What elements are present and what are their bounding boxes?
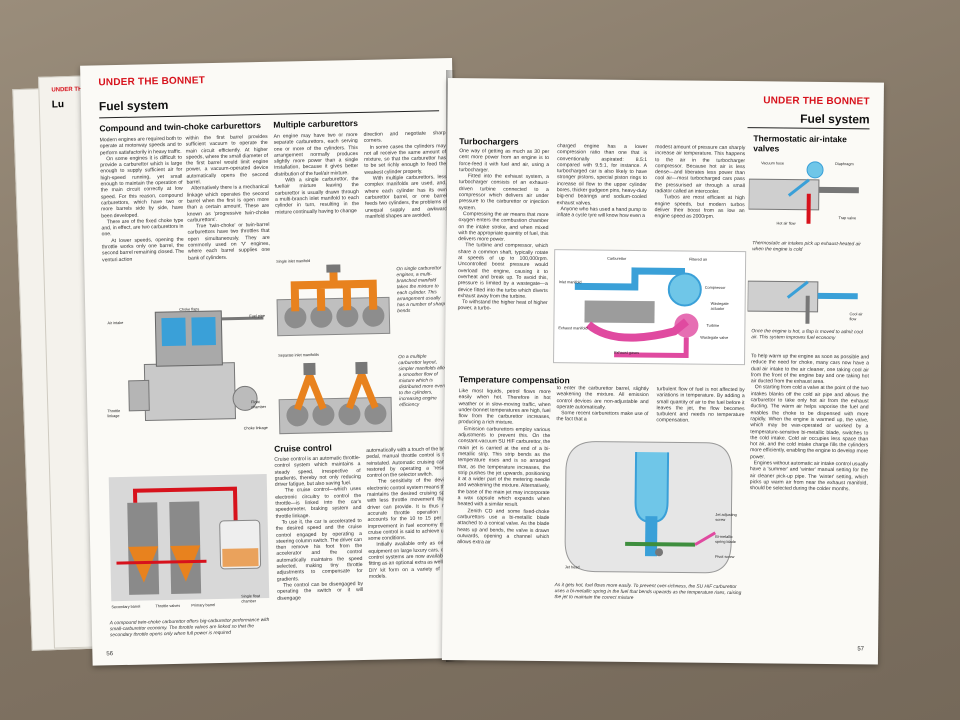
label-throttle-linkage: Throttle linkage — [107, 409, 121, 418]
label-single-float-chamber: Single float chamber — [241, 594, 261, 604]
turbo-col1: One way of getting as much as 30 per cen… — [457, 148, 551, 312]
thermostatic-body: To help warm up the engine as soon as po… — [749, 353, 871, 493]
label-wastegate-actuator: Wastegate actuator — [710, 301, 729, 311]
label-separate-manifolds: Separate inlet manifolds — [278, 352, 319, 358]
compound-col1: Modern engines are required both to oper… — [99, 135, 186, 264]
title-rule-right — [747, 127, 870, 130]
page-number-right: 57 — [857, 646, 865, 653]
heading-temperature-compensation: Temperature compensation — [458, 374, 570, 386]
page-title: Fuel system — [98, 97, 169, 114]
separate-manifold-diagram — [278, 361, 393, 435]
label-fuel-pipe: Fuel pipe — [249, 313, 266, 319]
label-air-intake: Air intake — [107, 320, 124, 326]
caption-compound-carburettor: A compound twin-choke carburettor offers… — [109, 617, 270, 639]
turbo-col3: modest amount of pressure can sharply in… — [654, 144, 747, 221]
section-header-right: UNDER THE BONNET — [763, 95, 870, 108]
label-cool-air-flow: Cool air flow — [849, 312, 863, 321]
compound-col2: within the first barrel provides suffici… — [185, 133, 272, 262]
caption-single-manifold: On single carburettor engines, a multi-b… — [396, 266, 446, 315]
heading-thermostatic: Thermostatic air-intake valves — [753, 133, 847, 154]
temp-col3: turbulent flow of fuel is not affected b… — [656, 386, 746, 425]
page-number-left: 56 — [106, 651, 114, 658]
label-primary-barrel: Primary barrel — [191, 603, 216, 608]
label-single-manifold: Single inlet manifold — [276, 259, 311, 264]
multiple-col2: direction and negotiate sharp corners. I… — [363, 130, 448, 220]
turbo-figure: Carburettor Filtered air Inlet manifold … — [553, 249, 747, 366]
label-pivot-screw: Pivot screw — [714, 554, 735, 560]
heading-compound: Compound and twin-choke carburettors — [99, 120, 261, 134]
label-choke-flaps: Choke flaps — [179, 307, 200, 312]
label-hot-air-flow: Hot air flow — [776, 221, 796, 226]
label-turbine: Turbine — [706, 323, 720, 328]
label-compressor: Compressor — [704, 285, 726, 290]
caption-temperature-compensation: As it gets hot, fuel flows more easily. … — [554, 583, 742, 601]
label-throttle-valves: Throttle valves — [155, 603, 181, 609]
label-secondary-barrel: Secondary barrel — [111, 604, 141, 610]
label-inlet-manifold: Inlet manifold — [558, 280, 582, 285]
left-page: UNDER THE BONNET Fuel system Compound an… — [80, 58, 465, 666]
label-carburettor: Carburettor — [607, 256, 627, 261]
label-diaphragm: Diaphragm — [835, 162, 854, 167]
page-title-right: Fuel system — [800, 111, 870, 127]
label-choke-linkage: Choke linkage — [243, 425, 268, 431]
cruise-col1: Cruise control is an automatic throttle-… — [274, 455, 365, 602]
thermostatic-valve-cold-diagram — [748, 161, 859, 224]
label-bi-metallic-blade: Bi-metallic spring blade — [715, 534, 736, 544]
carburettor-illustration — [128, 310, 264, 422]
temp-col2: to enter the carburettor barrel, slightl… — [556, 385, 651, 423]
su-hif-carburettor-diagram — [564, 441, 733, 574]
heading-multiple: Multiple carburettors — [273, 117, 358, 130]
label-filtered-air: Filtered air — [689, 257, 708, 262]
label-exhaust-manifold: Exhaust manifold — [558, 326, 588, 331]
label-wastegate-valve: Wastegate valve — [700, 335, 729, 340]
manifold-figure: Single inlet manifold Separate inlet man… — [272, 255, 396, 437]
single-manifold-diagram — [276, 264, 391, 337]
temp-col1: Like most liquids, petrol flows more eas… — [457, 388, 552, 546]
thermostatic-valve-hot-diagram — [747, 280, 858, 324]
label-exhaust-gases: Exhaust gases — [614, 350, 640, 356]
multiple-col1: An engine may have two or more separate … — [273, 131, 361, 216]
label-vacuum-hose: Vacuum hose — [761, 161, 785, 166]
compound-carburettor-cutaway — [108, 473, 270, 602]
caption-multiple-manifold: On a multiple carburettor layout, simple… — [398, 354, 449, 409]
turbocharger-diagram — [574, 267, 702, 359]
heading-turbochargers: Turbochargers — [459, 136, 519, 147]
cruise-col2: automatically with a touch of the brake … — [366, 446, 455, 580]
label-trap-valve: Trap valve — [838, 216, 857, 221]
label-jet-head: Jet head — [564, 565, 580, 570]
label-float-chamber: Float chamber — [251, 400, 267, 409]
caption-thermostatic-cold: Thermostatic air intakes pick up exhaust… — [752, 241, 861, 253]
heading-cruise: Cruise control — [274, 442, 332, 454]
turbo-col2: charged engine has a lower compression r… — [556, 143, 649, 220]
section-header: UNDER THE BONNET — [98, 75, 206, 89]
back-page-title: Lu — [51, 99, 65, 111]
label-jet-adjusting-screw: Jet adjusting screw — [715, 512, 737, 522]
caption-thermostatic-hot: Once the engine is hot, a flap is moved … — [751, 329, 863, 342]
right-page: UNDER THE BONNET Fuel system Turbocharge… — [441, 78, 884, 665]
